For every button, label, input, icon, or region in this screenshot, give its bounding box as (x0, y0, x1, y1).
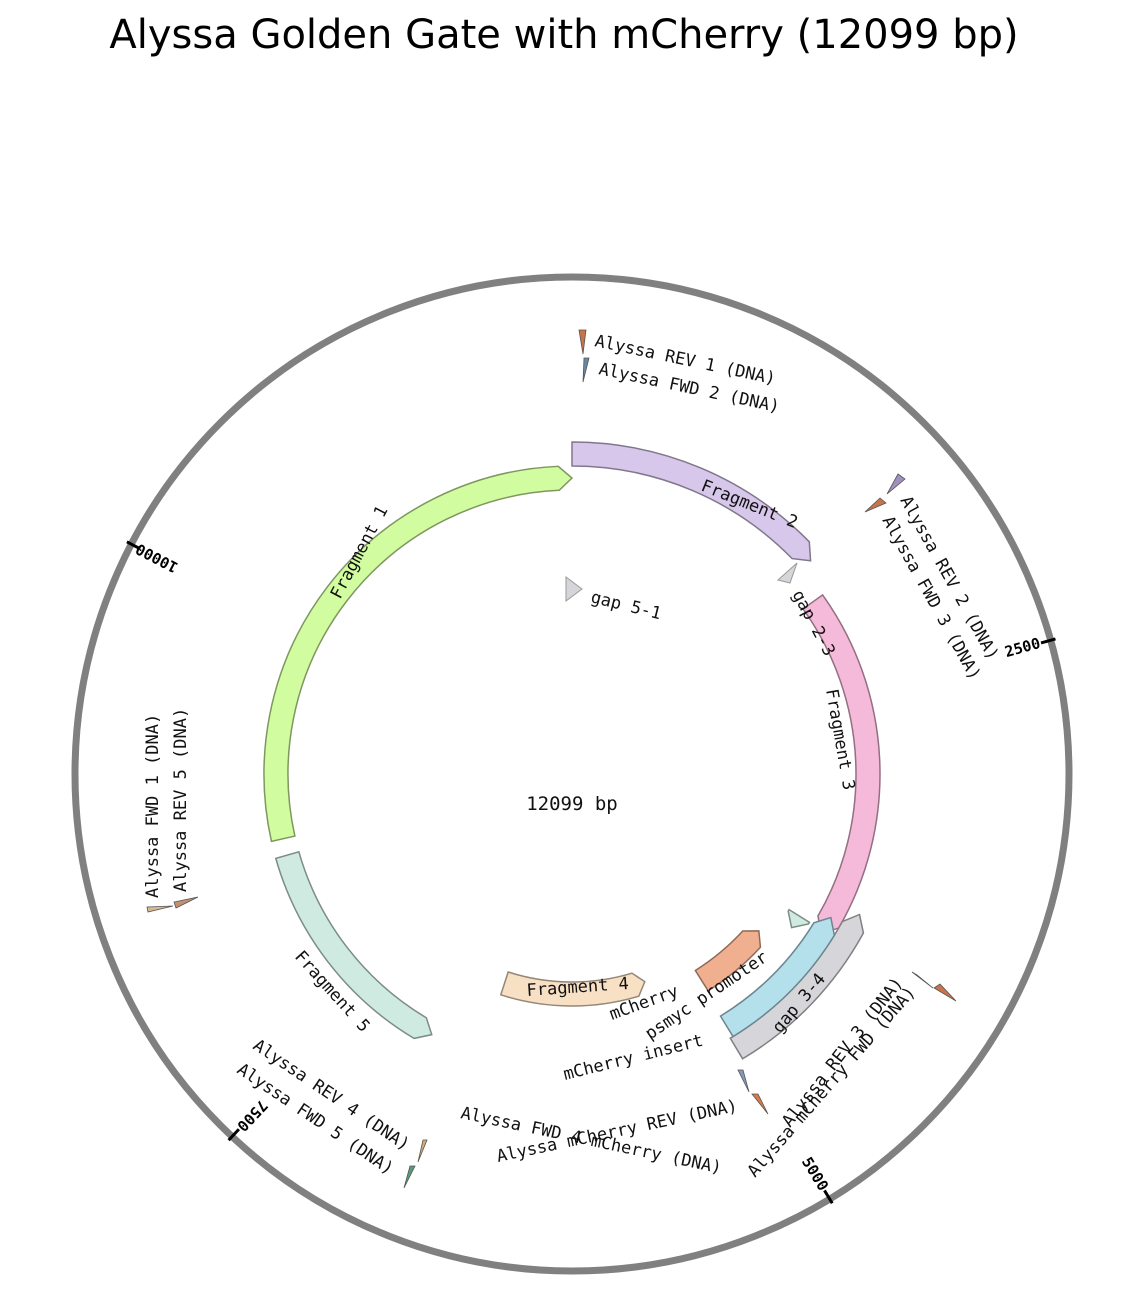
tick-mark (823, 1189, 834, 1205)
tick-label: 7500 (233, 1096, 271, 1135)
gap-5-1-label: gap 5-1 (589, 587, 663, 624)
alyssa-rev-5-label: Alyssa REV 5 (DNA) (171, 708, 191, 892)
alyssa-fwd-2-marker (582, 357, 590, 383)
alyssa-rev-3-marker (911, 971, 934, 989)
alyssa-rev-4-marker (417, 1139, 428, 1163)
map-title: Alyssa Golden Gate with mCherry (12099 b… (109, 12, 1019, 58)
alyssa-fwd-4-mcherry-marker (737, 1069, 750, 1093)
primer-marks (146, 329, 957, 1189)
alyssa-rev-2-marker (886, 473, 906, 495)
fragment-2-label: Fragment 2 (698, 476, 800, 533)
mcherry-insert-label: mCherry insert (561, 1031, 705, 1085)
gap-2-3-marker (776, 562, 798, 584)
tick-mark (126, 540, 141, 551)
mcherry-arc (694, 930, 762, 992)
fragment-1-arc (263, 465, 574, 843)
center-length-label: 12099 bp (526, 793, 618, 815)
alyssa-mcherry-rev-marker (751, 1093, 769, 1115)
tick-mark (1040, 637, 1056, 645)
backbone-ring (71, 273, 1073, 1275)
feature-arcs (263, 441, 881, 1060)
tick-label: 5000 (798, 1154, 832, 1194)
psmyc-promoter-arc (787, 908, 811, 929)
tick-group: 2500 5000 7500 10000 (126, 540, 1056, 1205)
alyssa-fwd-5-marker (403, 1165, 416, 1189)
fragment-2-arc (571, 441, 812, 562)
alyssa-mcherry-fwd-marker (933, 983, 957, 1002)
tick-mark (227, 1128, 240, 1142)
mcherry-insert-arc (719, 916, 836, 1038)
tick-label: 2500 (1003, 634, 1043, 661)
alyssa-fwd-3-marker (864, 497, 887, 513)
fragment-4-arc (499, 971, 646, 1007)
tick-label: 10000 (133, 540, 181, 577)
alyssa-rev-1-marker (578, 329, 587, 355)
gap-5-1-marker (565, 576, 583, 602)
fragment-5-arc (274, 850, 433, 1040)
alyssa-fwd-1-marker (146, 905, 174, 913)
alyssa-rev-5-marker (173, 896, 199, 909)
alyssa-fwd-1-label: Alyssa FWD 1 (DNA) (143, 714, 163, 898)
